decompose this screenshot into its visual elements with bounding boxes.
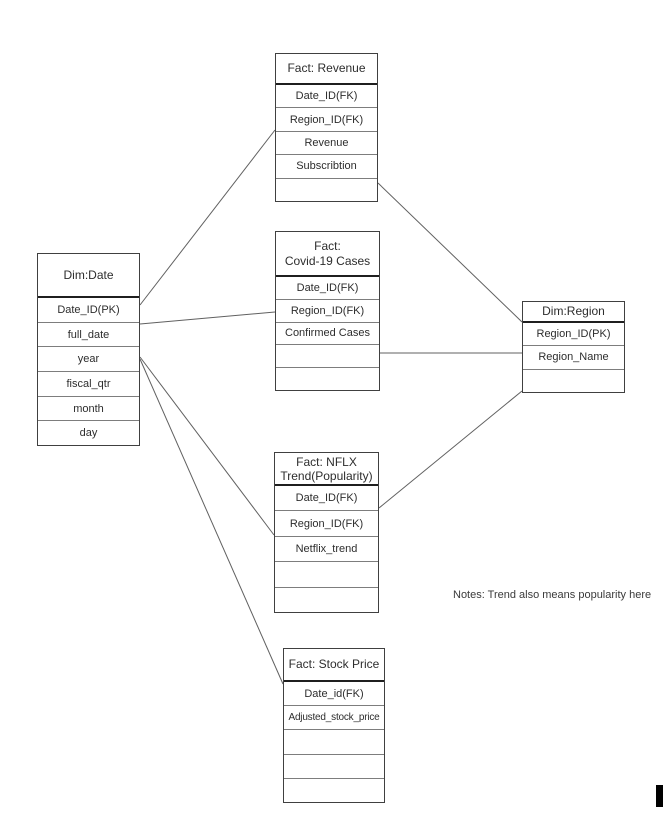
relationship-line-date-nflx <box>139 356 275 536</box>
entity-table-fact-covid: Fact: Covid-19 Cases Date_ID(FK) Region_… <box>275 231 380 391</box>
field-row <box>284 753 384 778</box>
field-row: Netflix_trend <box>275 535 378 561</box>
table-title: Dim:Date <box>38 254 139 298</box>
field-row <box>523 368 624 392</box>
relationship-line-date-stock <box>139 358 284 685</box>
field-row: year <box>38 346 139 371</box>
field-row: Region_ID(PK) <box>536 328 611 341</box>
entity-table-fact-revenue: Fact: Revenue Date_ID(FK) Region_ID(FK) … <box>275 53 378 202</box>
entity-table-fact-nflx-trend: Fact: NFLX Trend(Popularity) Date_ID(FK)… <box>274 452 379 613</box>
field-row: Region_ID(FK) <box>276 298 379 322</box>
field-row: Adjusted_stock_price <box>284 705 384 729</box>
field-row: Region_ID(FK) <box>275 510 378 535</box>
field-row: Date_ID(FK) <box>295 492 358 505</box>
table-title: Dim:Region <box>523 302 624 323</box>
field-row: Date_id(FK) <box>304 687 364 700</box>
field-row: day <box>38 420 139 445</box>
field-row: month <box>38 395 139 421</box>
entity-table-fact-stock-price: Fact: Stock Price Date_id(FK) Adjusted_s… <box>283 648 385 803</box>
table-title: Fact: Revenue <box>276 54 377 85</box>
field-row: Region_Name <box>523 345 624 368</box>
note-text: Notes: Trend also means popularity here <box>453 589 652 601</box>
field-row: Date_ID(PK) <box>57 303 120 316</box>
field-row: Confirmed Cases <box>276 321 379 345</box>
field-row <box>275 586 378 612</box>
field-row: Revenue <box>276 130 377 154</box>
table-title: Fact: NFLX Trend(Popularity) <box>275 453 378 486</box>
field-row <box>276 344 379 367</box>
field-row: Subscribtion <box>276 154 377 177</box>
field-row: Date_ID(FK) <box>296 281 359 294</box>
relationship-line-region-nflx <box>378 390 523 509</box>
field-row: fiscal_qtr <box>38 371 139 396</box>
field-row: Date_ID(FK) <box>295 90 358 103</box>
field-row: full_date <box>38 321 139 347</box>
field-row <box>284 777 384 802</box>
relationship-line-date-revenue <box>139 129 276 306</box>
entity-table-dim-date: Dim:Date Date_ID(PK) full_date year fisc… <box>37 253 140 446</box>
field-row <box>284 729 384 753</box>
relationship-line-revenue-region <box>377 182 523 323</box>
table-title: Fact: Stock Price <box>284 649 384 682</box>
relationship-line-date-covid <box>139 311 276 325</box>
field-row <box>276 177 377 201</box>
table-title: Fact: Covid-19 Cases <box>276 232 379 277</box>
field-row <box>276 367 379 390</box>
cursor-artifact <box>656 785 663 807</box>
field-row: Region_ID(FK) <box>276 107 377 130</box>
field-row <box>275 561 378 586</box>
entity-table-dim-region: Dim:Region Region_ID(PK) Region_Name <box>522 301 625 393</box>
